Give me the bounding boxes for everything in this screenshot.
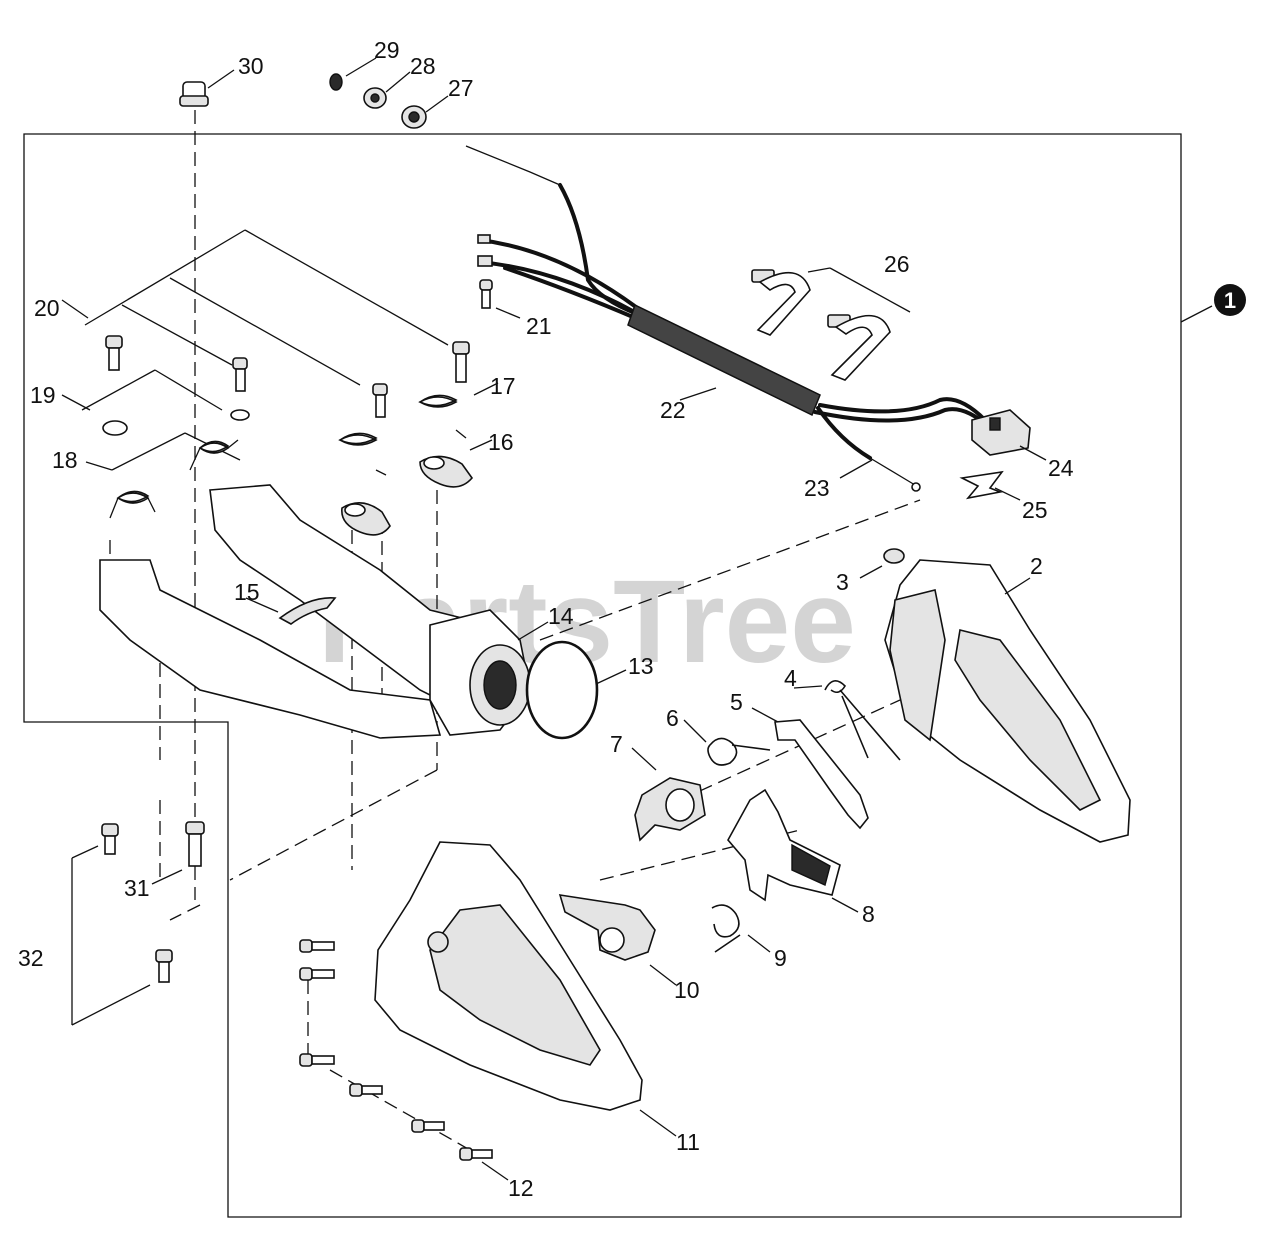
bolt-part-32-b xyxy=(155,949,173,983)
part-label-7: 7 xyxy=(610,731,623,757)
part-label-4: 4 xyxy=(784,665,797,691)
spring-part-9 xyxy=(711,904,741,953)
part-label-32: 32 xyxy=(18,945,44,971)
part-label-17: 17 xyxy=(490,373,516,399)
part-label-20: 20 xyxy=(34,295,60,321)
housing-part-2 xyxy=(884,559,1131,843)
group-brackets xyxy=(71,229,911,1026)
part-label-6: 6 xyxy=(666,705,679,731)
mount-part-16-b xyxy=(419,455,474,488)
part-label-26: 26 xyxy=(884,251,910,277)
part-label-23: 23 xyxy=(804,475,830,501)
assembly-marker: 1 xyxy=(1214,284,1246,316)
part-label-24: 24 xyxy=(1048,455,1074,481)
part-label-13: 13 xyxy=(628,653,654,679)
part-label-15: 15 xyxy=(234,579,260,605)
assembly-marker-number: 1 xyxy=(1224,288,1236,313)
mount-part-16-a xyxy=(341,502,391,536)
oring-part-13 xyxy=(525,640,599,740)
washer-part-3 xyxy=(883,548,905,564)
spring-part-18-a xyxy=(109,490,156,519)
nut-part-27 xyxy=(401,105,427,129)
screw-part-20-c xyxy=(372,383,388,418)
spring-part-17-a xyxy=(338,432,387,476)
cable-tie-part-26-b xyxy=(827,314,891,381)
part-label-21: 21 xyxy=(526,313,552,339)
part-label-14: 14 xyxy=(548,603,574,629)
washer-part-19-b xyxy=(230,409,250,421)
part-label-16: 16 xyxy=(488,429,514,455)
screw-part-12-e xyxy=(411,1119,445,1133)
lever-part-5 xyxy=(774,719,869,830)
ring-part-29 xyxy=(329,73,343,91)
part-labels: 2 3 4 5 6 7 8 9 10 11 12 13 14 15 16 17 … xyxy=(18,37,1074,1201)
part-label-27: 27 xyxy=(448,75,474,101)
part-label-5: 5 xyxy=(730,689,743,715)
cover-part-11 xyxy=(374,841,643,1111)
wiring-harness-part-22 xyxy=(465,145,992,492)
part-label-11: 11 xyxy=(676,1129,700,1155)
part-label-29: 29 xyxy=(374,37,400,63)
part-label-22: 22 xyxy=(660,397,686,423)
screw-part-20-a xyxy=(105,335,123,371)
spring-part-4 xyxy=(824,680,901,761)
part-label-25: 25 xyxy=(1022,497,1048,523)
part-label-28: 28 xyxy=(410,53,436,79)
handle-frame-part-14 xyxy=(99,484,531,739)
part-label-3: 3 xyxy=(836,569,849,595)
part-label-8: 8 xyxy=(862,901,875,927)
screw-part-20-d xyxy=(452,341,470,383)
spring-part-6 xyxy=(707,737,771,766)
trigger-part-8 xyxy=(727,788,841,902)
screw-part-12-a xyxy=(299,939,335,953)
screw-part-12-c xyxy=(299,1053,335,1067)
cable-tie-part-26-a xyxy=(751,269,811,336)
connector-part-24 xyxy=(971,409,1031,456)
part-label-9: 9 xyxy=(774,945,787,971)
part-label-31: 31 xyxy=(124,875,150,901)
bolt-part-31 xyxy=(185,821,205,867)
assembly-leader xyxy=(1180,305,1213,323)
cap-part-30 xyxy=(179,81,209,107)
spring-part-17-b xyxy=(418,394,467,439)
lever-part-10 xyxy=(558,894,656,961)
leader-lines xyxy=(61,57,1047,1181)
nut-part-28 xyxy=(363,87,387,109)
part-label-19: 19 xyxy=(30,382,56,408)
screw-part-20-b xyxy=(232,357,248,392)
screw-part-12-b xyxy=(299,967,335,981)
part-label-18: 18 xyxy=(52,447,78,473)
screw-part-12-d xyxy=(349,1083,383,1097)
part-label-10: 10 xyxy=(674,977,700,1003)
screw-part-12-f xyxy=(459,1147,493,1161)
part-label-12: 12 xyxy=(508,1175,534,1201)
throttle-part-7 xyxy=(634,777,706,842)
screw-part-21 xyxy=(479,279,493,309)
spring-part-18-b xyxy=(189,439,239,471)
part-label-30: 30 xyxy=(238,53,264,79)
washer-part-19-a xyxy=(102,420,128,436)
clip-part-15 xyxy=(278,597,337,625)
warning-label-part-25 xyxy=(959,470,1004,500)
assembly-frame xyxy=(23,133,1182,1218)
part-label-2: 2 xyxy=(1030,553,1043,579)
bolt-part-32-a xyxy=(101,823,119,855)
